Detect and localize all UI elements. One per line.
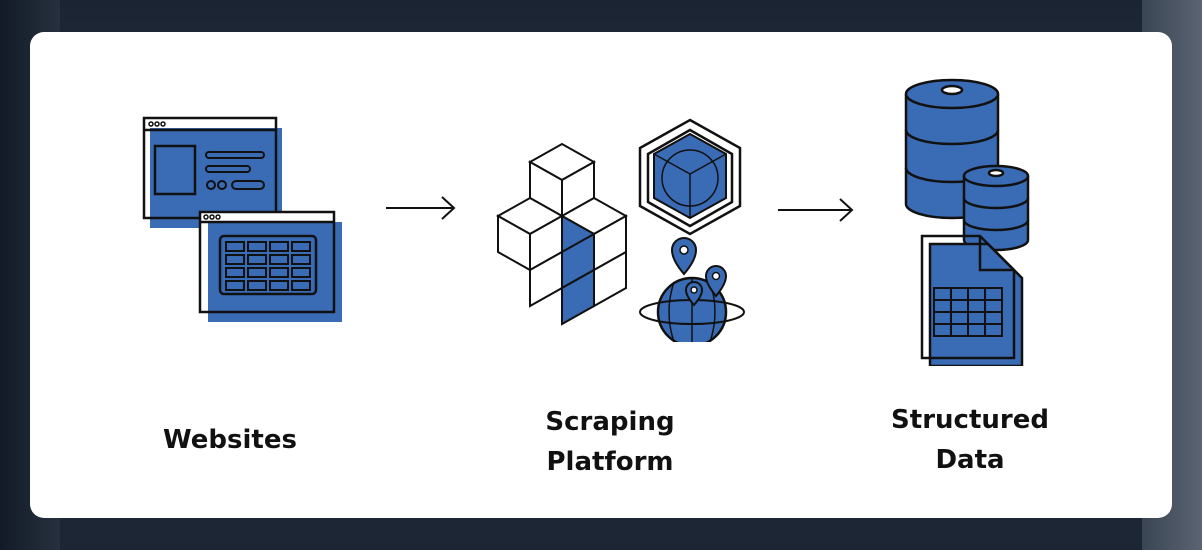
website-windows-icon: [142, 116, 342, 322]
scraping-platform-icon: [495, 118, 745, 342]
stage-label-websites: Websites: [163, 425, 297, 455]
arrow-right-icon: [386, 196, 456, 220]
arrow-right-icon: [778, 198, 854, 222]
structured-data-icon: [904, 78, 1030, 366]
stage-label-structured-data: Structured Data: [891, 405, 1049, 475]
diagram-card: Websites Scraping Platform Structured Da…: [30, 32, 1172, 518]
stage-label-scraping-platform: Scraping Platform: [545, 407, 675, 477]
